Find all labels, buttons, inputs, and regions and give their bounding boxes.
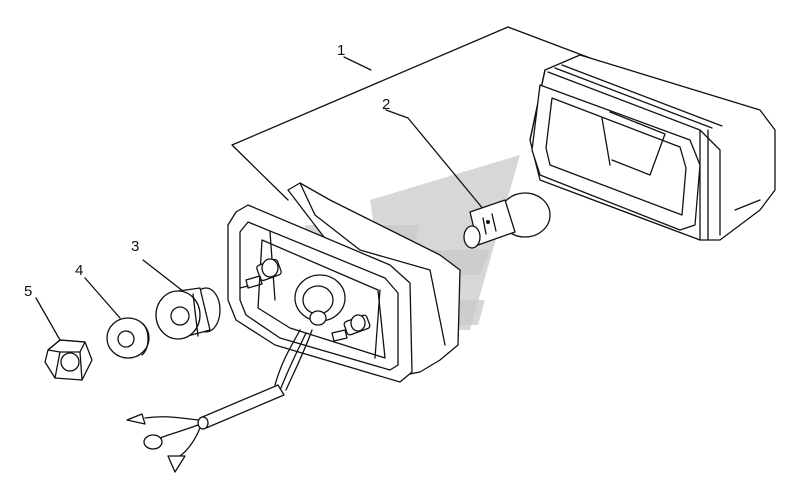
grommet-icon [155, 287, 221, 340]
bulb-icon [463, 192, 551, 249]
callout-1: 1 [337, 42, 345, 59]
washer-icon [106, 317, 150, 359]
callout-5: 5 [24, 283, 32, 300]
wire-harness-icon [126, 329, 313, 473]
hex-nut-icon [44, 339, 93, 381]
leader-lines [35, 26, 591, 341]
callout-2: 2 [382, 96, 390, 113]
callout-4: 4 [75, 262, 83, 279]
callout-3: 3 [131, 238, 139, 255]
lens-cover-icon [529, 54, 776, 241]
lamp-housing-icon [227, 182, 461, 383]
